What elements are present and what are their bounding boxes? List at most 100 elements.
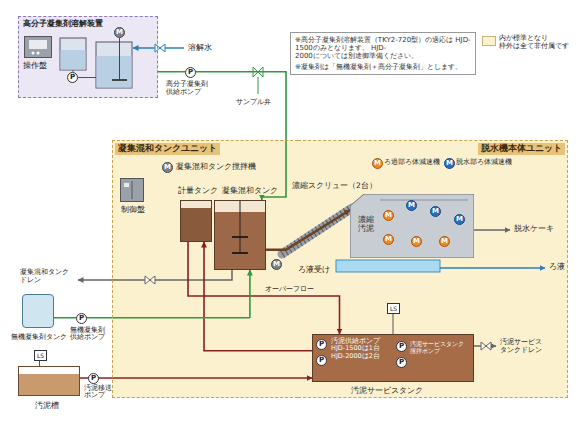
pump-symbol: P (185, 67, 196, 78)
machine-text: 濃縮汚泥 (358, 216, 374, 233)
unit-region: 脱水機本体ユニット濃縮汚泥汚泥サービスタンク汚泥供給ポンプ HJD-1500は1… (298, 140, 568, 398)
tank-name: 汚泥槽 (35, 401, 59, 410)
sludge-pit: 汚泥槽 (18, 366, 80, 396)
control-panel: 制御盤 (120, 178, 144, 202)
machine-frame (380, 200, 468, 201)
metering-tank: 計量タンク (180, 200, 212, 242)
panel-button (32, 52, 35, 55)
cabinet-lamp (124, 183, 129, 187)
legend-text: 内が標準となり 枠外は全て非付属です (499, 34, 571, 50)
tank-symbol (60, 38, 86, 70)
flow-line (266, 210, 350, 250)
flow-label: オーバーフロー (264, 285, 315, 293)
sensor-wire (393, 314, 394, 334)
note-text: ※凝集剤は「無機凝集剤＋高分子凝集剤」とします。 (295, 63, 471, 71)
part-label: 凝集混和タンク撹拌機 (176, 163, 256, 172)
tank-name: 無機凝集剤タンク (11, 333, 67, 341)
pump-symbol: P (316, 355, 327, 366)
valve-symbol (145, 276, 155, 284)
tank-symbol (96, 42, 132, 88)
panel-name: 制御盤 (121, 205, 145, 214)
device-ground (18, 16, 158, 98)
panel-screen (29, 40, 47, 49)
filtrate-pipe (440, 267, 545, 269)
pump-symbol: P (396, 341, 407, 352)
liquid (61, 50, 86, 70)
motor-symbol: M (383, 210, 394, 221)
machine-body (350, 194, 474, 258)
pump-symbol: P (76, 313, 87, 324)
part-label: 高分子凝集剤 供給ポンプ (166, 80, 222, 96)
motor-symbol: M (439, 236, 450, 247)
stirrer-blade (112, 79, 127, 81)
stirrer-drawing (215, 201, 265, 269)
liquid (97, 56, 132, 88)
legend-text: 脱水部ろ体減速機 (456, 159, 512, 166)
region-title: 高分子凝集剤溶解装置 (23, 19, 103, 28)
level-switch: LS (387, 303, 400, 314)
standard-ground (112, 140, 568, 398)
stirrer-blade (232, 252, 248, 254)
mixing-tank: 凝集混和タンク (214, 200, 266, 270)
flow-line (80, 377, 312, 379)
part-label: サンプル弁 (236, 98, 271, 106)
chemical-tank: 無機凝集剤タンク (22, 294, 54, 328)
stirrer-shaft (119, 38, 120, 80)
pump-symbol: P (316, 339, 327, 350)
level-switch: LS (34, 350, 47, 361)
tank-name: 汚泥サービスタンク (351, 386, 423, 395)
motor-symbol: M (271, 259, 282, 270)
part-label: 凝集混和タンク ドレン (20, 268, 76, 284)
part-label: 汚泥移送 ポンプ (84, 385, 112, 400)
valve-symbol (155, 44, 165, 52)
motor-symbol: M (114, 27, 125, 38)
pump-symbol: P (396, 357, 407, 368)
legend-swatch (482, 36, 496, 46)
cake-outlet (474, 229, 510, 231)
motor-symbol: M (162, 162, 173, 173)
panel-drawing (25, 37, 51, 57)
pump-symbol: P (88, 373, 99, 384)
note-box: ※高分子凝集剤溶解装置（TKY2-720型）の適応は HJD-1500のみとなり… (290, 32, 476, 75)
filtrate-tray (336, 260, 440, 272)
panel-button (37, 52, 40, 55)
service-tank: 汚泥サービスタンク汚泥供給ポンプ HJD-1500は1台 HJD-2000は2台… (312, 334, 474, 382)
motor-symbol: M (430, 206, 441, 217)
valve-symbol (481, 342, 491, 350)
tank-name: 凝集混和タンク (222, 186, 278, 195)
cabinet-drawing (121, 179, 143, 201)
motor-symbol: M (406, 200, 417, 211)
stirrer-blade (232, 236, 248, 238)
legend-text: ろ過部ろ体減速機 (384, 159, 440, 166)
panel-name: 操作盤 (23, 61, 47, 70)
part-label: 溶解水 (188, 43, 212, 52)
unit-title: 脱水機本体ユニット (478, 143, 565, 155)
device-region: 高分子凝集剤溶解装置操作盤 (18, 16, 158, 98)
pump-symbol: P (67, 72, 78, 83)
flow-line (158, 72, 286, 200)
part-label: 汚泥サービス タンクドレン (500, 338, 550, 354)
stirrer-shaft (240, 201, 241, 253)
part-label: 脱水ケーキ (514, 225, 554, 234)
motor-symbol: M (411, 236, 422, 247)
cabinet-door (132, 181, 133, 199)
part-label: ろ液 (549, 263, 565, 272)
motor-symbol: M (444, 158, 455, 169)
motor-symbol: M (454, 214, 465, 225)
pump-note: 汚泥供給ポンプ HJD-1500は1台 HJD-2000は2台 (331, 338, 393, 360)
pump-note: 汚泥サービスタンク 撹拌ポンプ (410, 340, 472, 354)
unit-region: 凝集混和タンクユニット制御盤計量タンク凝集混和タンク (112, 140, 298, 398)
part-label: 濃縮スクリュー（2台） (292, 182, 377, 191)
tank-name: 計量タンク (178, 186, 218, 195)
motor-symbol: M (383, 234, 394, 245)
unit-title: 凝集混和タンクユニット (115, 143, 220, 155)
flow-line (54, 270, 250, 318)
motor-symbol: M (372, 158, 383, 169)
sample-pipe (258, 77, 259, 94)
note-text: ※高分子凝集剤溶解装置（TKY2-720型）の適応は HJD-1500のみとなり… (295, 36, 471, 60)
operation-panel: 操作盤 (24, 36, 52, 58)
part-label: ろ液受け (298, 266, 330, 275)
